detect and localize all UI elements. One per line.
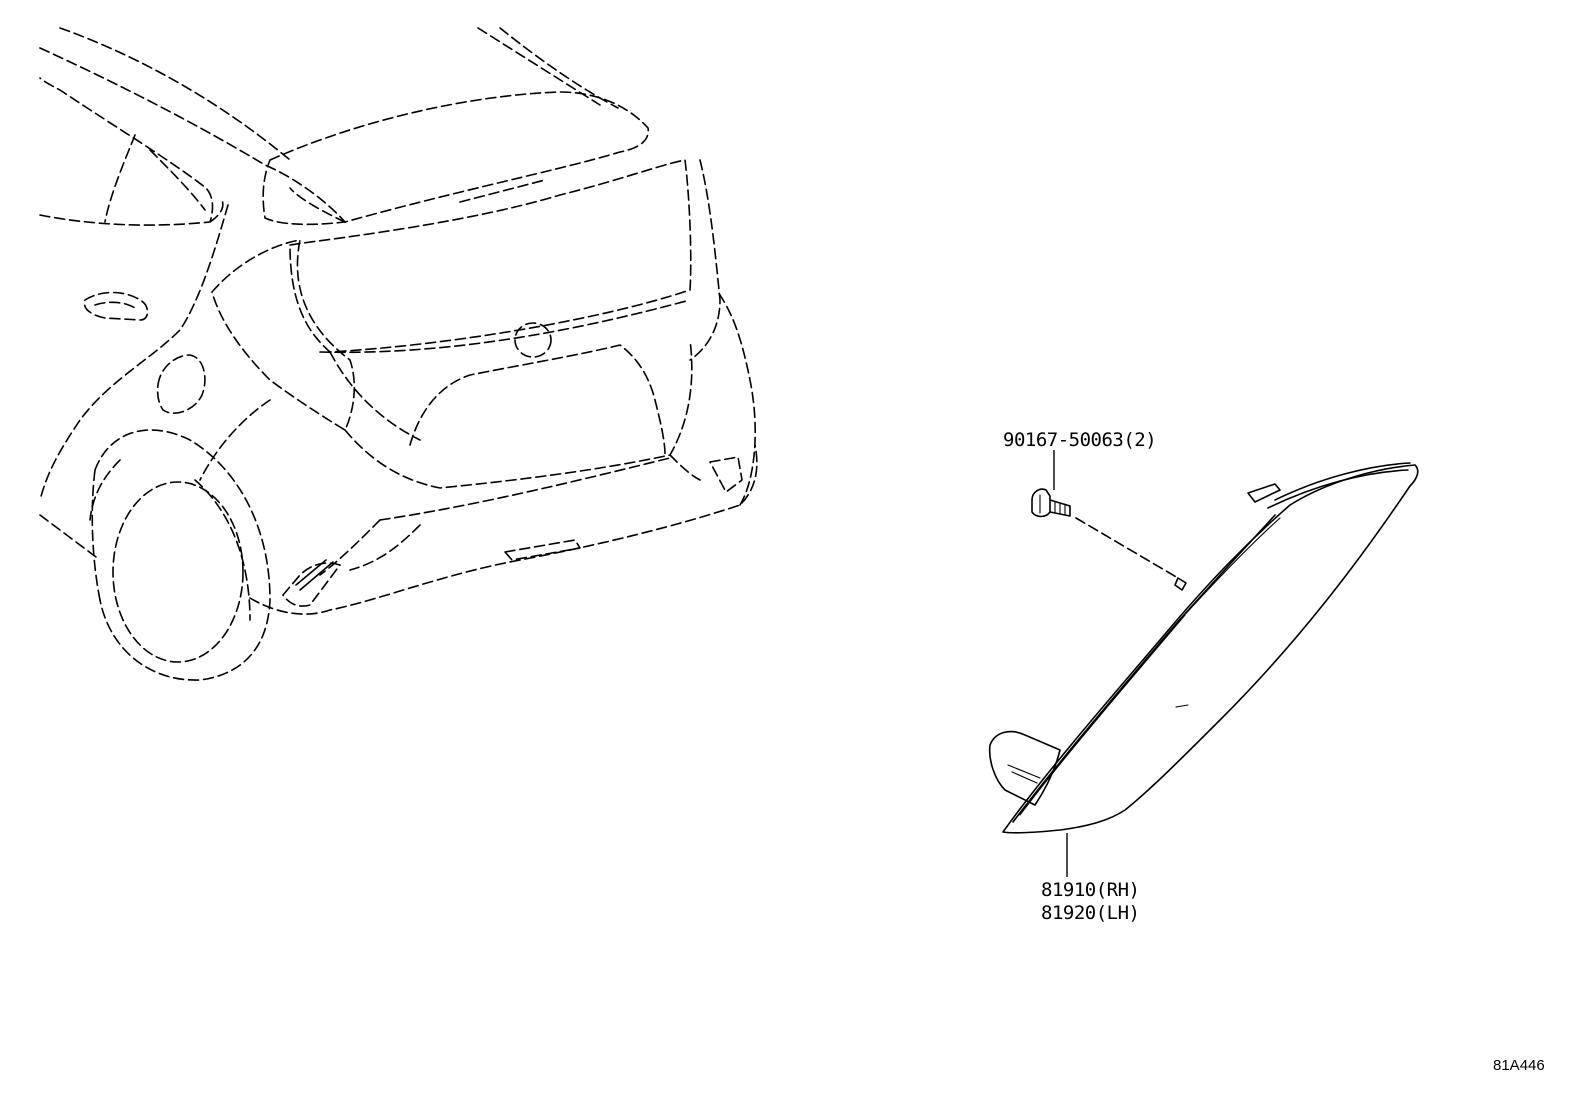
lamp-lh-part-number-label: 81920(LH) [1041,902,1140,924]
bolt-part-number-label: 90167-50063(2) [1003,429,1157,451]
bolt-icon [1031,488,1071,518]
reflex-reflector-lamp-icon [988,462,1419,834]
vehicle-rear-outline-icon [39,27,758,681]
bolt-install-line [1075,517,1179,579]
diagram-reference-code: 81A446 [1493,1057,1545,1074]
lamp-rh-part-number-label: 81910(RH) [1041,879,1140,901]
